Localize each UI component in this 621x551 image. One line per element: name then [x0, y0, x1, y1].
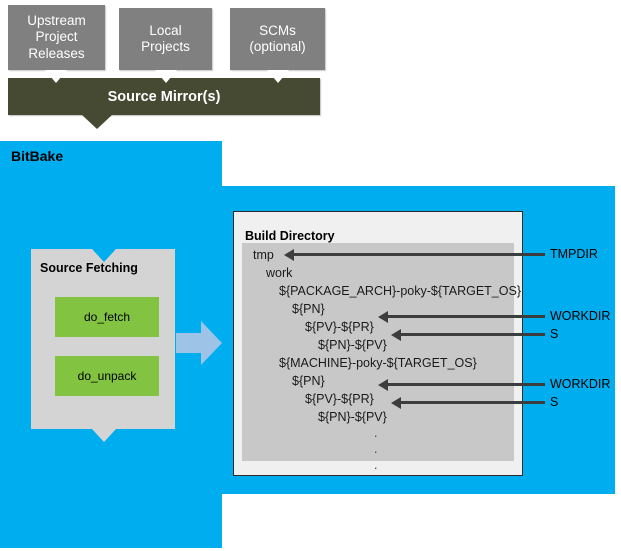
tree-node-pn-pv-1: ${PN}-${PV}	[318, 338, 387, 352]
tree-node-pn-1: ${PN}	[292, 302, 325, 316]
tree-ellipsis-dot: .	[374, 442, 378, 456]
pointer-arrow-tmpdir	[284, 248, 545, 261]
tree-ellipsis-dot: .	[374, 426, 378, 440]
tree-node-pn-pv-2: ${PN}-${PV}	[318, 410, 387, 424]
source-fetching-panel	[31, 249, 175, 429]
flow-arrow-down-icon	[82, 115, 112, 129]
task-label: do_fetch	[83, 310, 131, 324]
task-box-do-unpack[interactable]: do_unpack	[55, 356, 159, 396]
source-box-local-projects: Local Projects	[119, 8, 212, 70]
pointer-arrow-s-1	[391, 328, 545, 341]
flow-notch-icon	[267, 70, 289, 83]
source-box-line: SCMs	[259, 22, 296, 38]
pointer-arrow-workdir-2	[378, 378, 545, 391]
source-box-line: Local	[149, 22, 182, 38]
source-box-line: Releases	[28, 45, 85, 61]
source-box-line: Project	[35, 29, 78, 45]
tree-node-tmp: tmp	[253, 248, 274, 262]
tree-node-pv-pr-2: ${PV}-${PR}	[305, 392, 374, 406]
source-box-scms-optional: SCMs (optional)	[230, 8, 325, 70]
flow-arrow-right-icon	[176, 321, 222, 365]
pointer-label-s-1: S	[550, 327, 559, 341]
source-mirrors-bar: Source Mirror(s)	[8, 78, 320, 115]
pointer-arrow-workdir-1	[378, 310, 545, 323]
source-box-line: Projects	[141, 39, 190, 54]
source-fetching-title: Source Fetching	[40, 261, 138, 275]
tree-node-pn-2: ${PN}	[292, 374, 325, 388]
task-label: do_unpack	[77, 369, 137, 383]
tree-node-package-arch: ${PACKAGE_ARCH}-poky-${TARGET_OS}	[279, 284, 521, 298]
source-mirrors-label: Source Mirror(s)	[107, 88, 221, 105]
tree-node-pv-pr-1: ${PV}-${PR}	[305, 320, 374, 334]
source-box-line: (optional)	[249, 39, 306, 54]
source-fetching-outlet-notch-icon	[92, 429, 116, 442]
bitbake-label: BitBake	[11, 148, 64, 164]
flow-notch-icon	[155, 70, 177, 83]
tree-node-work: work	[266, 266, 293, 280]
pointer-label-tmpdir: TMPDIR	[550, 247, 598, 261]
bitbake-region-top	[0, 141, 222, 187]
tree-ellipsis-dot: .	[374, 458, 378, 472]
task-box-do-fetch[interactable]: do_fetch	[55, 297, 159, 337]
pointer-arrow-s-2	[391, 396, 545, 409]
pointer-label-workdir-2: WORKDIR	[550, 377, 611, 391]
source-fetching-inlet-notch-icon	[92, 249, 116, 262]
build-directory-tree-area	[242, 243, 514, 461]
build-directory-title: Build Directory	[245, 229, 335, 243]
source-box-upstream-project-releases: Upstream Project Releases	[8, 5, 105, 70]
pointer-label-s-2: S	[550, 395, 559, 409]
tree-node-machine: ${MACHINE}-poky-${TARGET_OS}	[279, 356, 477, 370]
source-box-line: Upstream	[27, 12, 86, 28]
flow-notch-icon	[45, 70, 67, 83]
pointer-label-workdir-1: WORKDIR	[550, 309, 611, 323]
